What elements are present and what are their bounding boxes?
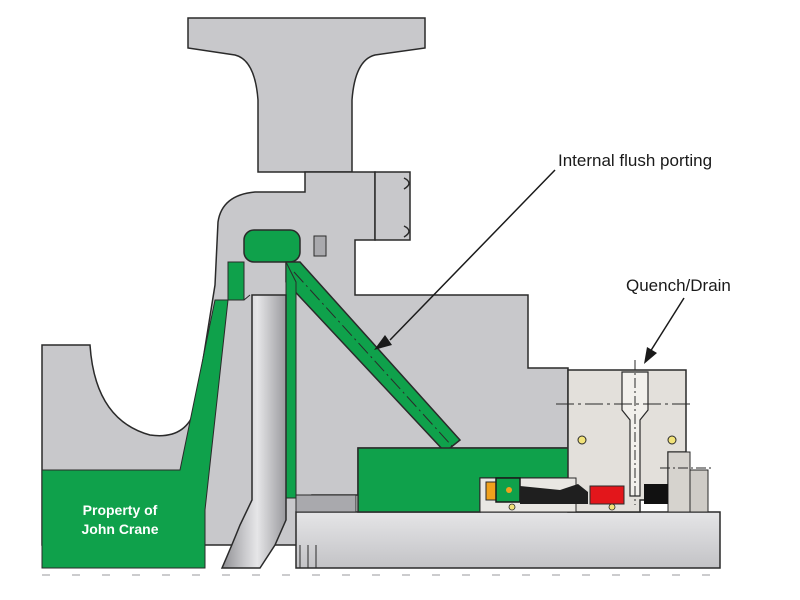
pump-housing [41,171,569,546]
throat-bushing [243,229,327,263]
quench-drain-label: Quench/Drain [626,276,731,295]
seal-faces [479,477,668,513]
watermark-line-2: John Crane [81,521,158,537]
callout-flush-porting: Internal flush porting [374,151,712,350]
wear-ring-left [227,261,245,301]
watermark-block: Property of John Crane [41,299,229,569]
watermark-line-1: Property of [83,502,158,518]
discharge-flange [187,17,426,173]
flush-porting-label: Internal flush porting [558,151,712,170]
impeller-stem [220,294,287,569]
shaft [295,494,721,569]
callout-quench-drain: Quench/Drain [626,276,731,364]
